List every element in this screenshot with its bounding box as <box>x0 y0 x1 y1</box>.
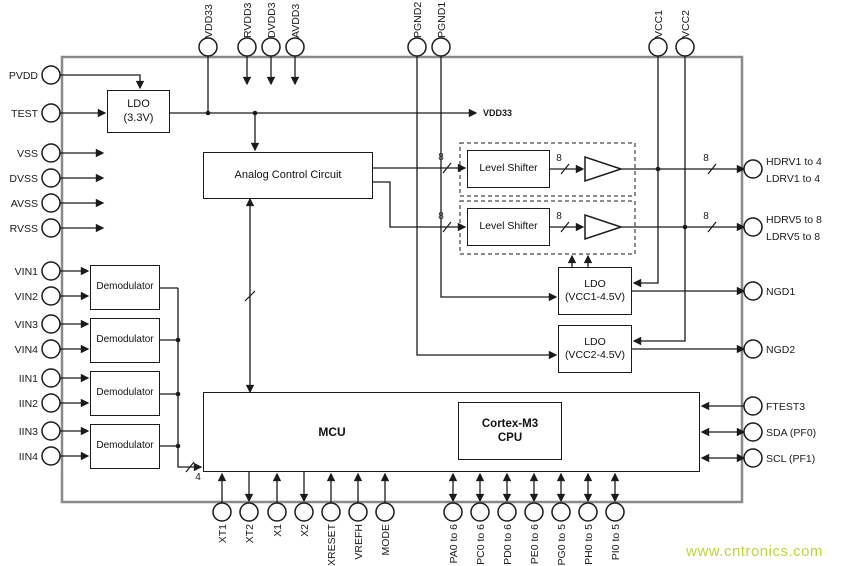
pin-label-vrefh: VREFH <box>353 524 365 560</box>
pin-label-dvdd3: DVDD3 <box>266 2 278 38</box>
pin-label-ngd2: NGD2 <box>766 344 795 356</box>
bus-width-8: 8 <box>438 211 444 222</box>
pin-label-avss: AVSS <box>11 198 38 210</box>
bus-width-8: 8 <box>703 211 709 222</box>
driver-group-1 <box>459 142 636 197</box>
pin-label-vcc2: VCC2 <box>680 10 692 38</box>
vdd33-net-label: VDD33 <box>483 108 512 118</box>
bus-width-8: 8 <box>703 153 709 164</box>
pin-label-xt2: XT2 <box>244 524 256 543</box>
bus-width-8: 8 <box>556 211 562 222</box>
bus-width-8: 8 <box>438 152 444 163</box>
ldo-vcc2-block: LDO (VCC2-4.5V) <box>558 325 632 373</box>
ldo-vcc2-label-2: (VCC2-4.5V) <box>564 349 626 361</box>
pin-label-ldrv5-8: LDRV5 to 8 <box>766 231 820 243</box>
buffer-amp-2-icon <box>584 213 624 241</box>
mcu-block: MCU <box>203 392 700 472</box>
level-shifter-1-label: Level Shifter <box>479 162 538 175</box>
pin-label-vss: VSS <box>17 148 38 160</box>
pin-label-iin2: IIN2 <box>19 398 38 410</box>
pin-label-pgnd2: PGND2 <box>412 2 424 38</box>
pin-label-xreset: XRESET <box>326 523 338 566</box>
pin-label-test: TEST <box>11 108 38 120</box>
pin-label-vin2: VIN2 <box>15 291 39 303</box>
level-shifter-2-block: Level Shifter <box>467 208 550 246</box>
pin-label-rvss: RVSS <box>10 223 38 235</box>
analog-control-circuit-label: Analog Control Circuit <box>234 168 342 181</box>
driver-group-2 <box>459 200 636 255</box>
pin-label-x1: X1 <box>272 524 284 537</box>
level-shifter-2-label: Level Shifter <box>479 220 538 233</box>
pin-label-ftest3: FTEST3 <box>766 401 805 413</box>
pin-label-pi0-5: PI0 to 5 <box>610 524 622 560</box>
junction-dots <box>175 110 688 449</box>
demodulator-4-label: Demodulator <box>96 440 154 452</box>
pin-label-pg0-5: PG0 to 5 <box>556 524 568 566</box>
pin-label-ph0-5: PH0 to 5 <box>583 524 595 565</box>
pin-label-pd0-6: PD0 to 6 <box>502 524 514 565</box>
pin-label-mode: MODE <box>380 524 392 556</box>
pin-label-sda: SDA (PF0) <box>766 427 816 439</box>
bus-width-4: 4 <box>195 472 201 483</box>
pin-label-rvdd3: RVDD3 <box>242 2 254 38</box>
pin-label-vin1: VIN1 <box>15 266 39 278</box>
ldo-vcc1-label-2: (VCC1-4.5V) <box>564 291 626 303</box>
cortex-m3-label-2: CPU <box>497 432 523 444</box>
pin-label-ngd1: NGD1 <box>766 286 795 298</box>
pin-label-ldrv1-4: LDRV1 to 4 <box>766 173 820 185</box>
demodulator-1-label: Demodulator <box>96 281 154 293</box>
pin-label-hdrv5-8: HDRV5 to 8 <box>766 214 822 226</box>
ldo-vcc1-label-1: LDO <box>584 277 606 290</box>
wires <box>60 56 746 503</box>
demodulator-3-block: Demodulator <box>90 371 160 416</box>
ldo-vcc2-label-1: LDO <box>584 335 606 348</box>
pin-label-x2: X2 <box>299 524 311 537</box>
demodulator-2-block: Demodulator <box>90 318 160 363</box>
level-shifter-1-block: Level Shifter <box>467 150 550 188</box>
pin-label-xt1: XT1 <box>217 524 229 543</box>
pin-label-vdd33: VDD33 <box>203 4 215 38</box>
pin-label-iin4: IIN4 <box>19 451 38 463</box>
pin-label-scl: SCL (PF1) <box>766 453 815 465</box>
ldo-3v3-label-2: (3.3V) <box>123 111 154 124</box>
cortex-m3-label-1: Cortex-M3 <box>481 417 539 430</box>
mcu-label: MCU <box>318 424 346 439</box>
ldo-3v3-block: LDO (3.3V) <box>107 90 170 133</box>
buffer-amp-1-icon <box>584 155 624 183</box>
pin-label-pe0-6: PE0 to 6 <box>529 524 541 564</box>
demodulator-3-label: Demodulator <box>96 387 154 399</box>
pin-circles <box>41 37 763 522</box>
demodulator-2-label: Demodulator <box>96 334 154 346</box>
bus-width-8: 8 <box>556 153 562 164</box>
demodulator-1-block: Demodulator <box>90 265 160 310</box>
ldo-3v3-label-1: LDO <box>127 97 150 110</box>
watermark: www.cntronics.com <box>686 543 823 560</box>
pin-label-hdrv1-4: HDRV1 to 4 <box>766 156 822 168</box>
analog-control-circuit-block: Analog Control Circuit <box>203 152 373 199</box>
pin-label-pvdd: PVDD <box>9 70 39 82</box>
cortex-m3-cpu-block: Cortex-M3 CPU <box>458 402 562 460</box>
pin-label-iin1: IIN1 <box>19 373 38 385</box>
pin-label-pa0-6: PA0 to 6 <box>448 524 460 564</box>
pin-label-dvss: DVSS <box>9 173 38 185</box>
demodulator-4-block: Demodulator <box>90 424 160 469</box>
pin-label-pgnd1: PGND1 <box>436 2 448 38</box>
ldo-vcc1-block: LDO (VCC1-4.5V) <box>558 267 632 315</box>
pin-label-iin3: IIN3 <box>19 426 38 438</box>
pin-label-pc0-6: PC0 to 6 <box>475 524 487 565</box>
pin-label-vin4: VIN4 <box>15 344 39 356</box>
bus-width-slashes <box>185 162 717 473</box>
pin-label-vin3: VIN3 <box>15 319 39 331</box>
pin-label-avdd3: AVDD3 <box>290 4 302 38</box>
pin-label-vcc1: VCC1 <box>653 10 665 38</box>
